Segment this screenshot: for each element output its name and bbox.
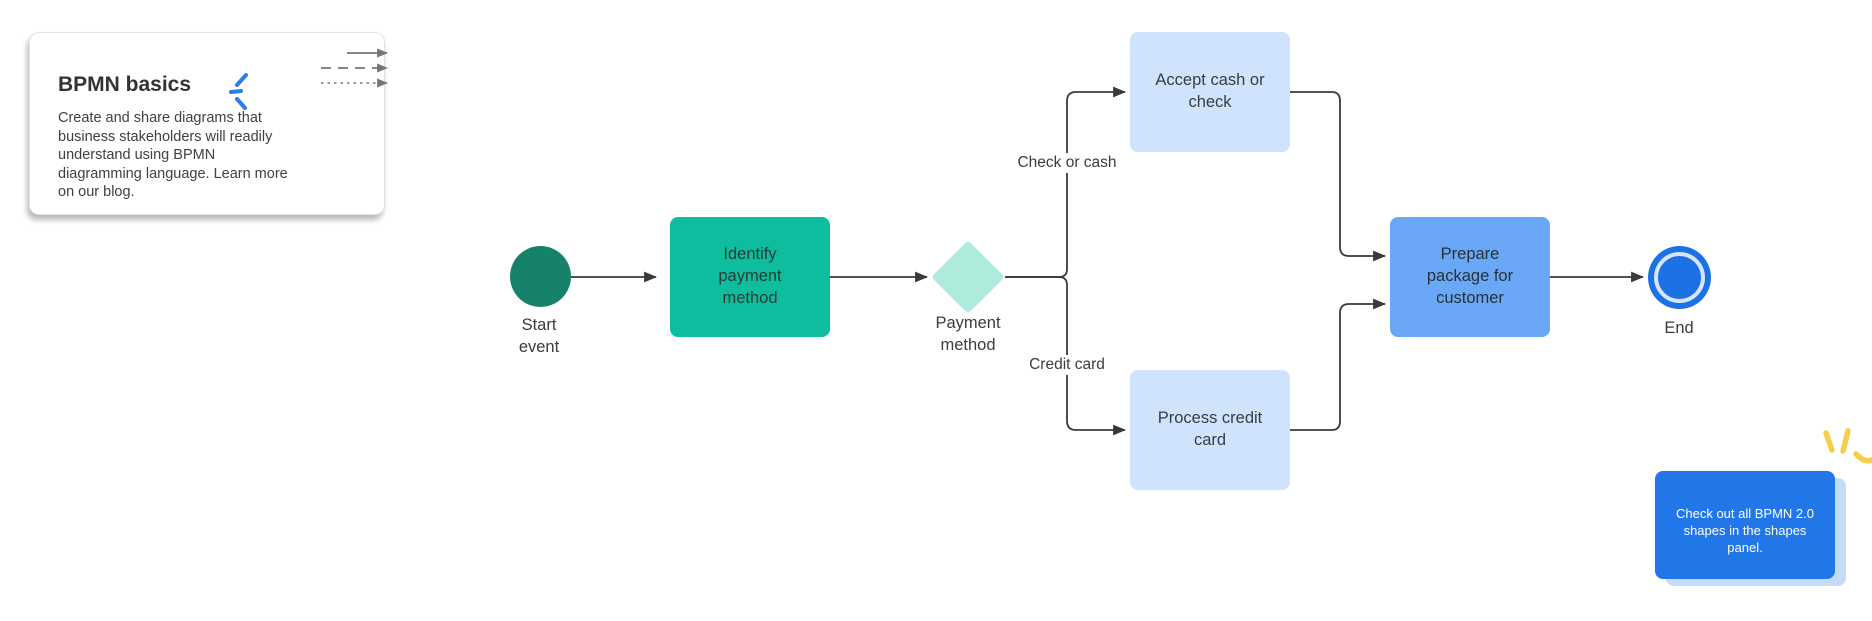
info-card-title: BPMN basics	[58, 73, 192, 96]
arrow-styles-legend	[321, 48, 388, 88]
edge-label-check-or-cash[interactable]: Check or cash	[1013, 153, 1121, 173]
info-card-body: Create and share diagrams that business …	[58, 110, 288, 200]
flow-gateway-to-accept[interactable]	[1005, 86, 1127, 278]
start-event-label: Start event	[518, 316, 560, 357]
flow-accept-to-prepare[interactable]	[1290, 91, 1387, 262]
task-accept-cash-or-check[interactable]: Accept cash or check	[1130, 32, 1290, 152]
task-identify-payment-method[interactable]: Identify payment method	[670, 217, 830, 337]
flow-gateway-to-process[interactable]	[1005, 276, 1127, 436]
end-event-shape[interactable]	[1648, 246, 1711, 309]
end-event-label: End	[1664, 319, 1694, 337]
yellow-sparkle-icon	[1823, 428, 1872, 464]
blue-sparkle-icon	[229, 73, 248, 110]
gateway-payment-method-label: Payment method	[935, 314, 1001, 355]
end-event-inner-ring	[1654, 252, 1705, 303]
edge-label-credit-card[interactable]: Credit card	[1025, 355, 1109, 375]
info-card[interactable]: BPMN basics Create and share diagrams th…	[29, 32, 388, 215]
tip-card[interactable]: Check out all BPMN 2.0 shapes in the sha…	[1655, 471, 1835, 579]
task-process-credit-card[interactable]: Process credit card	[1130, 370, 1290, 490]
start-event-shape[interactable]	[510, 246, 571, 307]
flow-process-to-prepare[interactable]	[1290, 298, 1387, 431]
task-prepare-package[interactable]: Prepare package for customer	[1390, 217, 1550, 337]
